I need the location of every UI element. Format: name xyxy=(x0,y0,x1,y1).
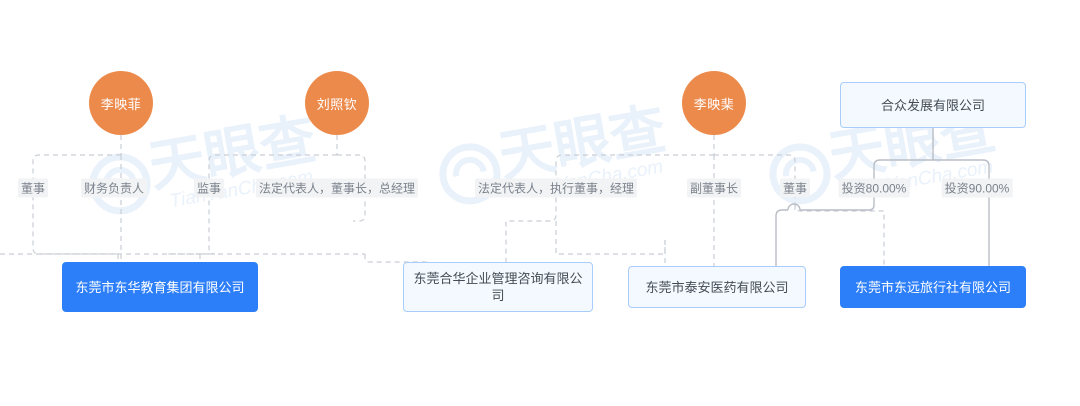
edge-p1-dongshi xyxy=(32,154,121,255)
edge-label-legal-chairman-gm: 法定代表人，董事长，总经理 xyxy=(255,178,419,198)
edge-p3-faren-tail xyxy=(555,221,666,255)
company-label: 东莞合华企业管理咨询有限公司 xyxy=(413,271,583,303)
company-node-donghua-education[interactable]: 东莞市东华教育集团有限公司 xyxy=(62,262,258,312)
company-node-dongyuan-travel[interactable]: 东莞市东远旅行社有限公司 xyxy=(840,266,1026,308)
person-node-li-yingfei[interactable]: 李映菲 xyxy=(89,71,153,135)
edge-invest-80 xyxy=(800,200,875,211)
edge-label-legal-exec-manager: 法定代表人，执行董事，经理 xyxy=(474,178,638,198)
edge-p2-faren-drop xyxy=(364,254,431,281)
person-label: 刘照钦 xyxy=(316,96,358,112)
edge-label-invest-90: 投资90.00% xyxy=(941,178,1013,198)
edge-p3-faren xyxy=(505,154,714,281)
edge-label-director-1: 董事 xyxy=(17,178,49,198)
person-node-liu-zhaoqin[interactable]: 刘照钦 xyxy=(305,71,369,135)
company-label: 东莞市泰安医药有限公司 xyxy=(645,279,789,295)
edge-label-vice-chairman: 副董事长 xyxy=(686,178,742,198)
company-node-taian-pharma[interactable]: 东莞市泰安医药有限公司 xyxy=(628,266,806,308)
company-label: 东莞市东华教育集团有限公司 xyxy=(75,279,245,295)
edge-invest-80-tail xyxy=(775,209,788,283)
company-node-hezhong-development[interactable]: 合众发展有限公司 xyxy=(840,82,1026,128)
person-label: 李映菲 xyxy=(100,96,142,112)
edge-label-invest-80: 投资80.00% xyxy=(838,178,910,198)
edge-c5-split-right xyxy=(933,159,990,230)
company-label: 合众发展有限公司 xyxy=(880,97,985,113)
person-node-li-yingfei-2[interactable]: 李映棐 xyxy=(682,71,746,135)
edge-label-director-2: 董事 xyxy=(779,178,811,198)
edge-c5-split xyxy=(873,159,933,200)
edge-bridge-hop xyxy=(787,203,801,211)
edge-label-finance-officer: 财务负责人 xyxy=(80,178,148,198)
person-label: 李映棐 xyxy=(693,96,735,112)
edge-label-supervisor: 监事 xyxy=(193,178,225,198)
company-node-hehua-consulting[interactable]: 东莞合华企业管理咨询有限公司 xyxy=(403,262,593,312)
company-label: 东莞市东远旅行社有限公司 xyxy=(854,279,1011,295)
